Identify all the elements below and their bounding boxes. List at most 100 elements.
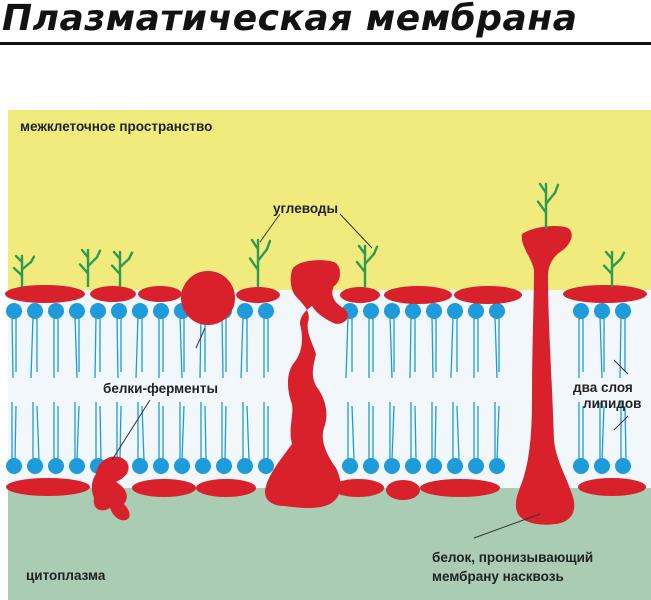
protein-oval-top: [90, 286, 136, 302]
lipid-tail: [116, 315, 119, 379]
lipid-head: [489, 458, 505, 474]
lipid-tail: [204, 405, 207, 461]
protein-oval-top: [563, 285, 647, 303]
lipid-tail: [94, 315, 97, 379]
label-transmembrane-line1: белок, пронизывающий: [432, 550, 593, 565]
protein-oval-bottom: [196, 479, 256, 497]
protein-oval-top: [138, 286, 182, 302]
leader-line-enzymes: [195, 327, 206, 349]
lipid-tail: [601, 405, 605, 461]
enzyme-protein: [91, 456, 130, 521]
carbohydrate-chain: [536, 182, 560, 230]
leader-line-carbohydrates: [339, 213, 373, 249]
lipid-tail: [99, 405, 102, 461]
lipid-head: [342, 458, 358, 474]
protein-oval-top: [5, 285, 85, 303]
lipid-head: [111, 303, 127, 319]
lipid-tail: [30, 315, 34, 379]
protein-oval-bottom: [332, 479, 384, 497]
carbohydrate-chain: [12, 254, 36, 288]
lipid-head: [153, 458, 169, 474]
lipid-tail: [240, 315, 244, 379]
leader-line-enzymes: [111, 399, 151, 461]
lipid-head: [594, 303, 610, 319]
lipid-head: [489, 303, 505, 319]
title-underline: [0, 42, 651, 45]
lipid-head: [132, 458, 148, 474]
lipid-tail: [224, 405, 227, 461]
lipid-tail: [76, 405, 80, 461]
protein-oval-bottom: [386, 480, 420, 500]
lipid-head: [48, 458, 64, 474]
carbohydrate-chains: [12, 182, 626, 288]
carbohydrate-chain: [602, 250, 626, 288]
lipid-head: [573, 303, 589, 319]
transmembrane-protein: [515, 226, 575, 525]
carbohydrate-chain: [248, 238, 272, 288]
lipid-head: [447, 458, 463, 474]
lipid-tail: [351, 405, 355, 461]
lipid-tail: [391, 405, 395, 461]
leader-line-transmembrane: [473, 513, 541, 539]
lipid-head: [6, 303, 22, 319]
label-bilayer-line2: липидов: [583, 396, 641, 411]
protein-oval-bottom: [420, 479, 500, 497]
protein-oval-top: [454, 286, 522, 304]
lipid-head: [69, 303, 85, 319]
lipid-head: [27, 458, 43, 474]
leader-line-carbohydrates: [259, 213, 281, 243]
lipid-head: [237, 458, 253, 474]
label-bilayer-line1: два слоя: [573, 380, 633, 395]
lipid-head: [27, 303, 43, 319]
protein-oval-bottom: [132, 479, 196, 497]
lipid-tail: [119, 405, 122, 461]
label-transmembrane-line2: мембрану насквозь: [432, 569, 564, 584]
lipid-head: [405, 458, 421, 474]
lipid-tail: [179, 315, 183, 379]
lipid-head: [363, 303, 379, 319]
lipid-head: [195, 458, 211, 474]
lipid-tail: [181, 405, 185, 461]
lipid-head: [132, 303, 148, 319]
lipid-head: [615, 458, 631, 474]
leader-lines: [111, 213, 629, 539]
lipid-tail: [450, 315, 454, 379]
lipid-head: [426, 458, 442, 474]
lipid-head: [174, 458, 190, 474]
lipid-tail: [221, 315, 224, 379]
lipid-heads: [6, 303, 631, 474]
lipid-tails: [11, 315, 627, 461]
lipid-head: [237, 303, 253, 319]
lipid-tail: [36, 405, 40, 461]
lipid-head: [153, 303, 169, 319]
protein-oval-bottom: [578, 478, 646, 496]
lipid-head: [468, 303, 484, 319]
lipid-head: [447, 303, 463, 319]
lipid-tail: [619, 315, 622, 379]
label-enzymes: белки-ферменты: [103, 381, 218, 396]
lipid-head: [426, 303, 442, 319]
lipid-head: [405, 303, 421, 319]
protein-oval-top: [236, 287, 280, 303]
lipid-tail: [431, 315, 434, 379]
lipid-head: [69, 458, 85, 474]
peripheral-proteins: [5, 271, 647, 521]
lipid-tail: [599, 315, 603, 379]
lipid-head: [90, 303, 106, 319]
lipid-head: [363, 458, 379, 474]
lipid-head: [573, 458, 589, 474]
lipid-head: [384, 458, 400, 474]
carbohydrate-chain: [78, 248, 102, 288]
protein-oval-top: [340, 287, 380, 303]
integral-protein: [264, 260, 348, 508]
lipid-tail: [414, 405, 417, 461]
label-carbohydrates: углеводы: [273, 201, 338, 216]
lipid-tail: [135, 315, 139, 379]
lipid-head: [615, 303, 631, 319]
lipid-tail: [345, 315, 349, 379]
lipid-tail: [246, 405, 250, 461]
membrane-diagram: межклеточное пространство углеводы белки…: [5, 110, 651, 600]
protein-globule: [181, 271, 235, 325]
lipid-tail: [199, 315, 202, 379]
lipid-tail: [11, 315, 14, 379]
